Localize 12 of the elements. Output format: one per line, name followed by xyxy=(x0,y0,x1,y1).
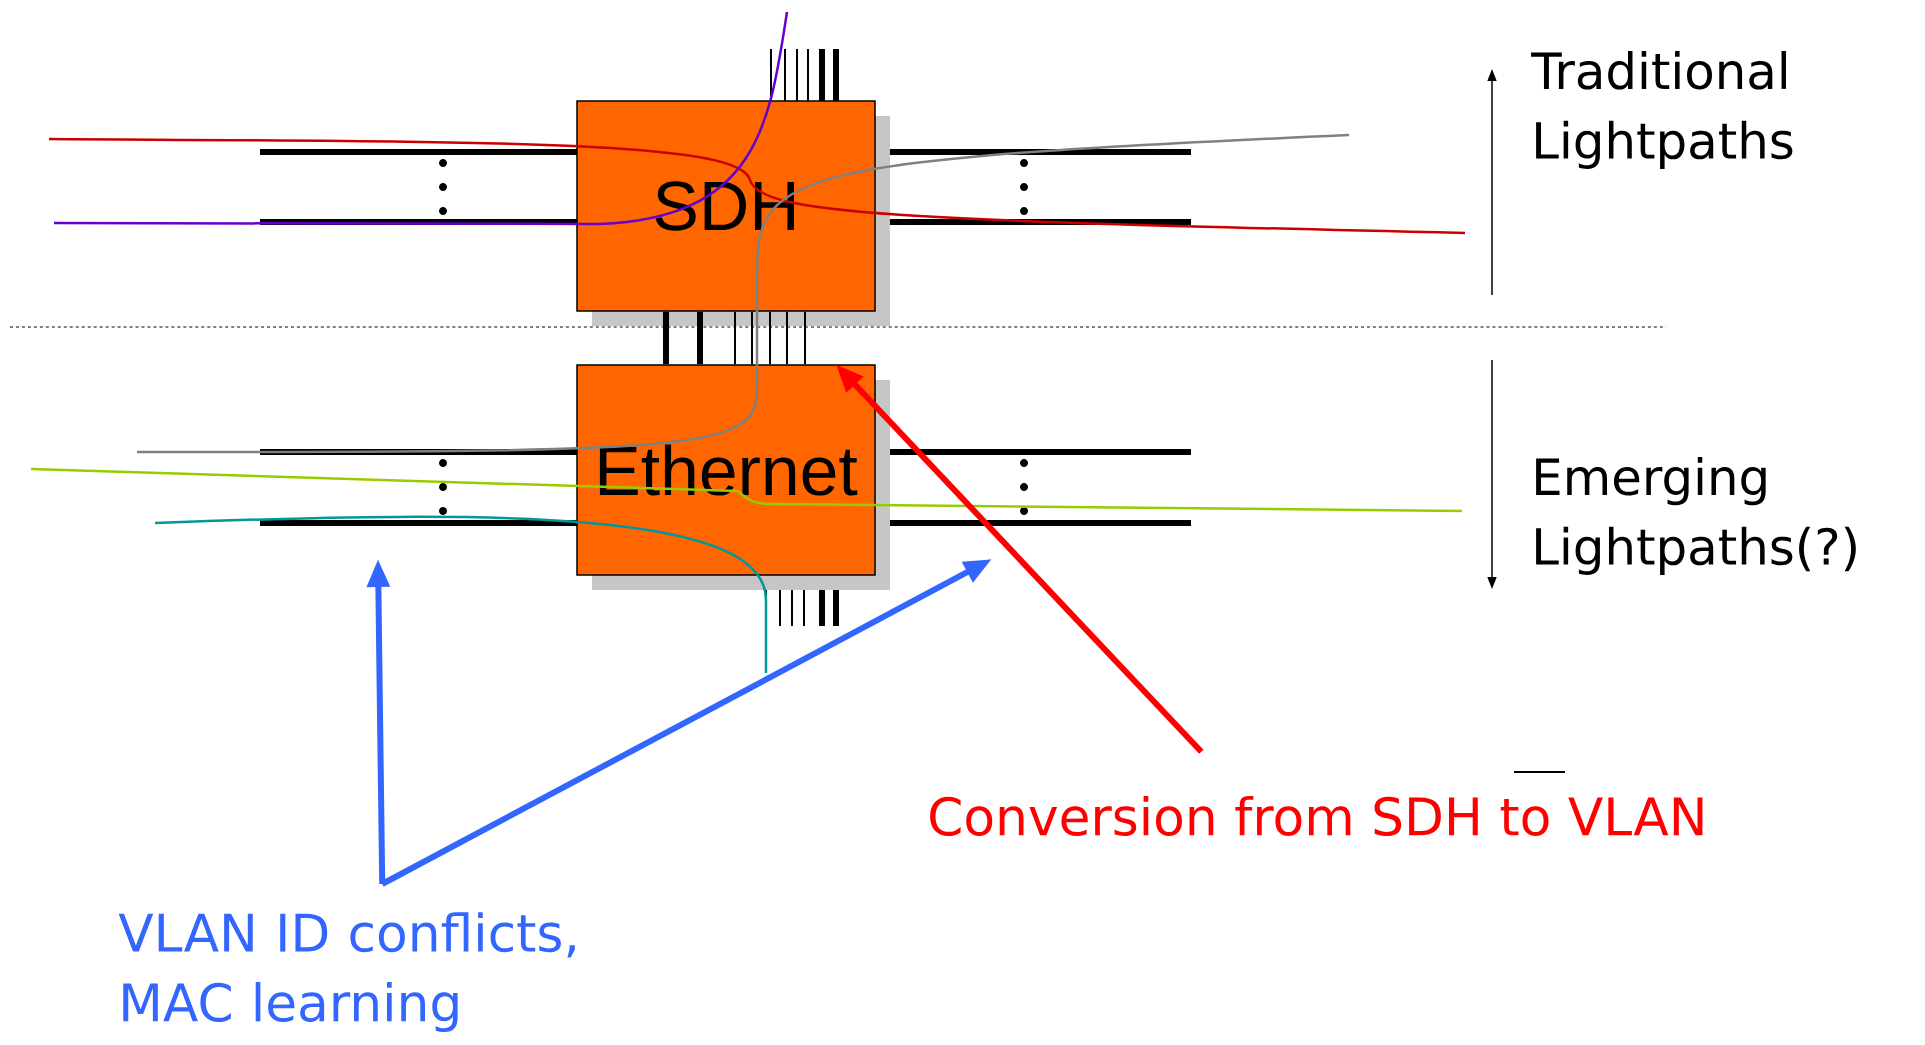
link-line xyxy=(786,310,788,366)
link-line xyxy=(663,311,669,365)
link-line xyxy=(734,310,736,366)
side-label: Emerging Lightpaths(?) xyxy=(1536,457,1856,575)
link-line xyxy=(769,310,771,366)
link-line xyxy=(697,311,703,365)
callout-text: VLAN ID conflicts, MAC learning xyxy=(118,912,575,1033)
link-line xyxy=(751,310,753,366)
switch-box: Ethernet xyxy=(576,364,890,590)
link-line xyxy=(804,310,806,366)
callout-text: Conversion from SDH to VLAN xyxy=(930,795,1703,837)
side-label: Traditional Lightpaths xyxy=(1531,51,1793,169)
